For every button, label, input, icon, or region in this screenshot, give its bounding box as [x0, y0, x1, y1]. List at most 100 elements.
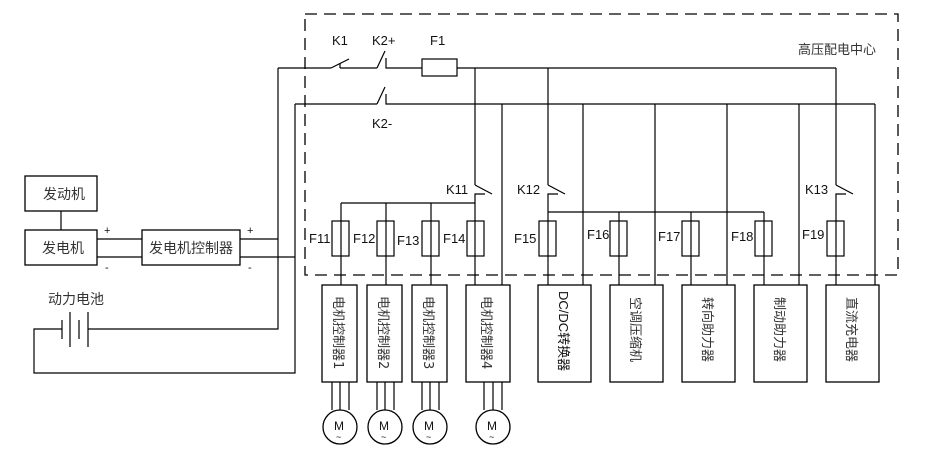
dc-charger-label: 直流充电器	[843, 297, 859, 362]
generator-controller-box	[141, 229, 241, 266]
brake-assist-box	[753, 284, 808, 383]
motor-controller-2-box	[366, 284, 403, 383]
brake-assist-label: 制动助力器	[771, 297, 786, 362]
k2neg-switch-contact	[385, 94, 875, 105]
f18-fuse	[754, 220, 773, 257]
generator-box	[24, 229, 98, 266]
engine-label: 发动机	[43, 187, 85, 203]
motor-3-ac-label: ~	[426, 432, 431, 442]
fuse-f15: F15	[514, 220, 557, 257]
motor-3-m-label: M	[424, 419, 434, 433]
fuse-f13: F13	[397, 220, 440, 257]
generator-plus-label: +	[104, 225, 110, 237]
motor-4: M ~	[475, 382, 511, 445]
motor-controller-3: 电机控制器3	[411, 284, 448, 383]
f11-fuse	[331, 220, 350, 257]
motor-2: M ~	[367, 382, 403, 445]
motor-1-symbol	[322, 409, 358, 445]
motor-4-ac-label: ~	[489, 432, 494, 442]
motor-4-m-label: M	[487, 419, 497, 433]
k13-switch-blade	[835, 184, 854, 195]
battery-positive-wire	[88, 68, 279, 330]
f19-label: F19	[802, 227, 824, 242]
k2pos-switch-blade	[376, 50, 386, 69]
f1-label: F1	[430, 33, 445, 48]
motor-4-symbol	[475, 409, 511, 445]
ac-compressor-label: 空调压缩机	[627, 297, 643, 362]
dcdc-converter-box	[537, 284, 592, 383]
battery-negative-wire	[33, 104, 296, 374]
f13-label: F13	[397, 233, 419, 248]
hv-distribution-center-label: 高压配电中心	[798, 42, 876, 58]
controller-minus-label: -	[248, 262, 252, 274]
f11-label: F11	[309, 231, 330, 246]
motor-1-ac-label: ~	[336, 432, 341, 442]
fuse-f18: F18	[731, 220, 773, 257]
ac-compressor: 空调压缩机	[609, 284, 664, 383]
motor-controller-2: 电机控制器2	[366, 284, 403, 383]
dc-charger-box	[825, 284, 880, 383]
motor-controller-2-label: 电机控制器2	[375, 296, 390, 369]
motor-controller-1: 电机控制器1	[321, 284, 358, 383]
k2neg-switch-blade	[376, 86, 386, 105]
f16-label: F16	[587, 227, 609, 242]
f19-fuse	[826, 220, 845, 257]
k1-label: K1	[332, 33, 348, 48]
motor-controller-4: 电机控制器4	[465, 284, 511, 383]
f16-fuse	[609, 220, 628, 257]
motor-3-symbol	[412, 409, 448, 445]
f15-label: F15	[514, 231, 536, 246]
steering-assist-box	[681, 284, 736, 383]
dcdc-converter: DC/DC转换器	[537, 284, 592, 383]
f13-fuse	[421, 220, 440, 257]
generator-controller-label: 发电机控制器	[149, 241, 233, 257]
k11-switch-blade	[474, 184, 493, 195]
motor-3: M ~	[412, 382, 448, 445]
motor-2-ac-label: ~	[381, 432, 386, 442]
motor-2-m-label: M	[379, 419, 389, 433]
fuse-f12: F12	[353, 220, 395, 257]
motor-1-m-label: M	[334, 419, 344, 433]
battery-label: 动力电池	[48, 292, 104, 308]
k13-switch-contact	[835, 193, 846, 288]
fuse-f19: F19	[802, 220, 845, 257]
motor-2-symbol	[367, 409, 403, 445]
k2neg-label: K2-	[372, 116, 392, 131]
fuse-f11: F11	[309, 220, 350, 257]
f18-label: F18	[731, 229, 753, 244]
motor-controller-4-label: 电机控制器4	[478, 296, 493, 369]
fuse-f14: F14	[443, 220, 485, 257]
k11-label: K11	[446, 182, 468, 197]
k12-switch-blade	[547, 184, 566, 195]
motor-controller-4-box	[465, 284, 511, 383]
controller-plus-label: +	[247, 225, 253, 237]
k2pos-switch-contact	[385, 58, 422, 69]
brake-assist: 制动助力器	[753, 284, 808, 383]
f1-fuse	[421, 58, 458, 77]
motor-controller-1-box	[321, 284, 358, 383]
fuse-f16: F16	[587, 220, 628, 257]
ac-compressor-box	[609, 284, 664, 383]
k2pos-label: K2+	[372, 33, 396, 48]
k12-label: K12	[517, 182, 540, 197]
steering-assist-label: 转向助力器	[699, 297, 715, 362]
f14-fuse	[466, 220, 485, 257]
f14-label: F14	[443, 231, 465, 246]
f12-fuse	[376, 220, 395, 257]
generator-minus-label: -	[105, 262, 109, 274]
k11-switch-contact	[474, 193, 485, 288]
motor-controller-1-label: 电机控制器1	[330, 296, 345, 369]
dc-charger: 直流充电器	[825, 284, 880, 383]
k13-label: K13	[805, 182, 828, 197]
f17-label: F17	[658, 229, 680, 244]
motor-1: M ~	[322, 382, 358, 445]
fuse-f17: F17	[658, 220, 700, 257]
motor-controller-3-label: 电机控制器3	[420, 296, 435, 369]
f17-fuse	[681, 220, 700, 257]
generator-label: 发电机	[42, 241, 84, 257]
dcdc-converter-label: DC/DC转换器	[556, 291, 571, 371]
k12-switch-contact	[547, 193, 558, 288]
f12-label: F12	[353, 231, 375, 246]
f15-fuse	[538, 220, 557, 257]
